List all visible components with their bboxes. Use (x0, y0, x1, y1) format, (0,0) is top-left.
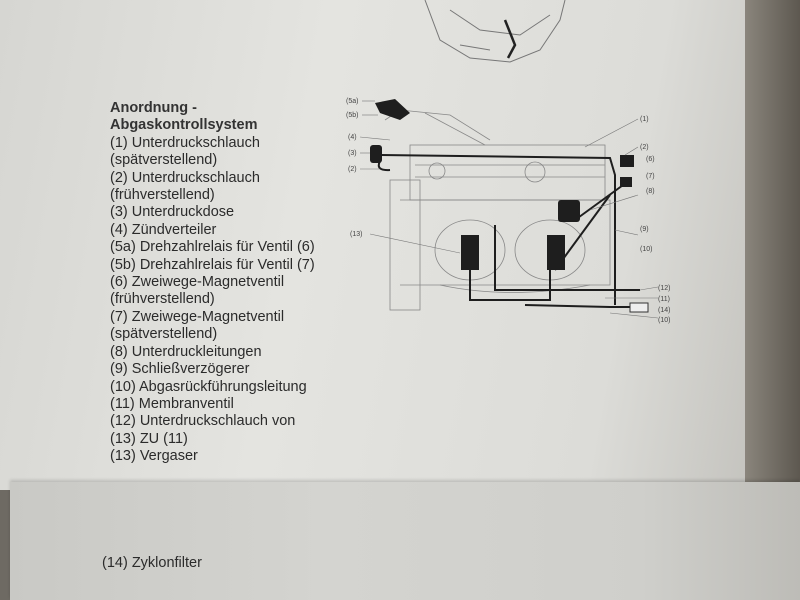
label-2: (2) (640, 144, 649, 151)
label-1: (1) (640, 116, 649, 123)
parts-legend: Anordnung - Abgaskontrollsystem (1) Unte… (110, 100, 315, 466)
legend-item: (2) Unterdruckschlauch (110, 169, 260, 186)
document-page (0, 0, 752, 490)
legend-item: (11) Membranventil (110, 395, 234, 412)
legend-item: (9) Schließverzögerer (110, 361, 250, 378)
legend-item: (6) Zweiwege-Magnetventil (110, 274, 285, 291)
label-10: (10) (640, 246, 652, 253)
label-9: (9) (640, 226, 649, 233)
legend-item: (13) ZU (11) (110, 430, 188, 447)
legend-item: (7) Zweiwege-Magnetventil (110, 308, 285, 325)
label-5b: (5b) (346, 112, 358, 119)
engine-diagram: (5a) (5b) (4) (3) (2) (1) (2) (6) (7) (8… (346, 98, 670, 324)
legend-item: (13) Vergaser (110, 448, 198, 465)
legend-item: (5b) Drehzahlrelais für Ventil (7) (110, 256, 315, 273)
cyclone-filter-shape (629, 302, 649, 313)
legend-item: (3) Unterdruckdose (110, 204, 235, 221)
legend-item: (10) Abgasrückführungsleitung (110, 378, 307, 395)
label-13: (13) (350, 231, 362, 238)
legend-item: (spätverstellend) (110, 152, 218, 169)
legend-title: Anordnung - (110, 100, 197, 116)
label-7: (7) (646, 173, 655, 180)
leader-lines (359, 100, 659, 319)
label-4: (4) (348, 134, 357, 141)
label-8: (8) (646, 188, 655, 195)
legend-item: (12) Unterdruckschlauch von (110, 413, 296, 430)
legend-item: (4) Zündverteiler (110, 221, 217, 238)
label-14: (14) (658, 307, 670, 314)
label-3: (3) (348, 150, 357, 157)
legend-item: (frühverstellend) (110, 187, 215, 204)
legend-item: (5a) Drehzahlrelais für Ventil (6) (110, 239, 315, 256)
second-page (10, 482, 800, 600)
legend-item: (frühverstellend) (110, 291, 215, 308)
legend-item-14: (14) Zyklonfilter (102, 555, 202, 571)
label-5a: (5a) (346, 98, 358, 105)
legend-item: (1) Unterdruckschlauch (110, 134, 260, 151)
label-11: (11) (658, 296, 670, 303)
label-2: (2) (348, 166, 357, 173)
label-6: (6) (646, 156, 655, 163)
legend-title: Abgaskontrollsystem (110, 117, 258, 134)
legend-item: (spätverstellend) (110, 326, 218, 343)
label-12: (12) (658, 285, 670, 292)
legend-item: (8) Unterdruckleitungen (110, 343, 262, 360)
label-10: (10) (658, 317, 670, 324)
vacuum-lines (377, 154, 640, 308)
previous-figure-fragment (424, 0, 566, 63)
